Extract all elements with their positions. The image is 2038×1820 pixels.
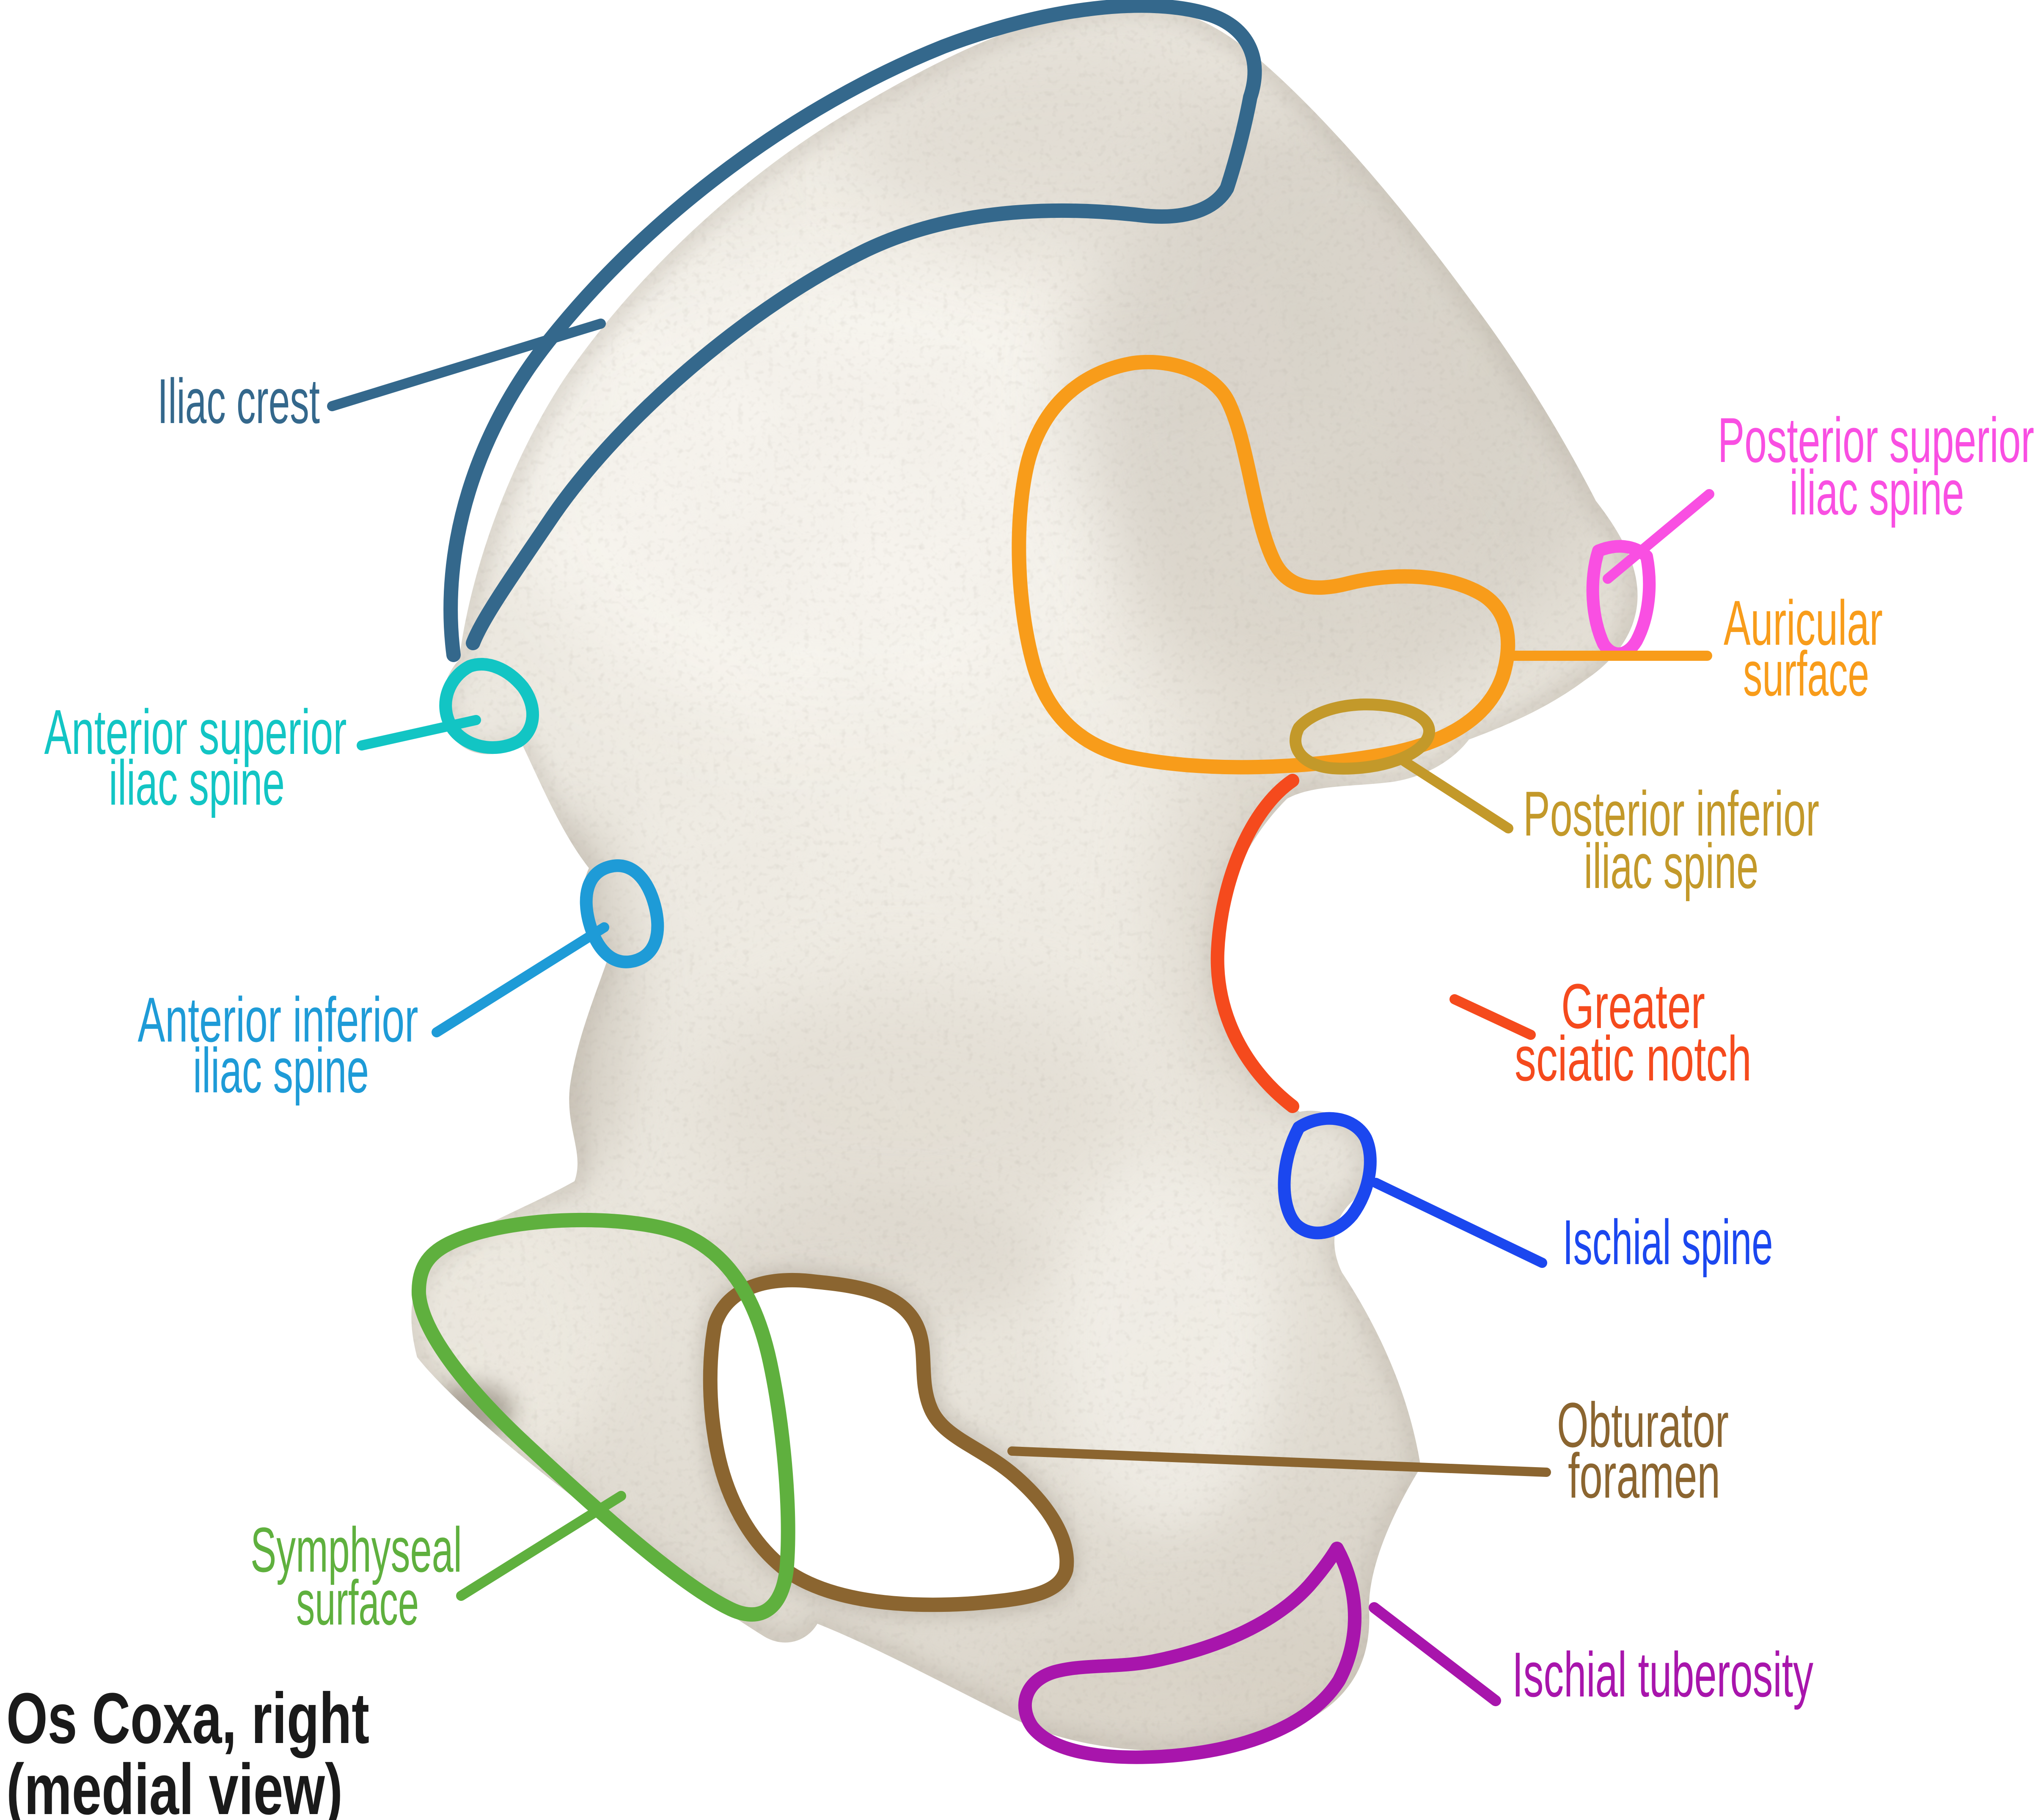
symphyseal-surface-label-line2: surface: [296, 1567, 419, 1638]
posterior-superior-iliac-spine-label-line2: iliac spine: [1790, 457, 1964, 528]
posterior-inferior-iliac-spine-leader: [1400, 756, 1513, 833]
anterior-superior-iliac-spine-outline: [439, 658, 539, 754]
posterior-inferior-iliac-spine-label-line1: Posterior inferior: [1523, 778, 1819, 849]
symphyseal-surface-label-line1: Symphyseal: [250, 1514, 462, 1585]
auricular-surface-outline: [1012, 355, 1515, 775]
symphyseal-surface-outline: [411, 1212, 795, 1622]
figure-title-line2: (medial view): [6, 1749, 343, 1820]
ischial-tuberosity-outline: [1018, 1542, 1361, 1764]
anterior-superior-iliac-spine-leader: [357, 715, 481, 751]
posterior-inferior-iliac-spine-outline: [1289, 698, 1435, 775]
posterior-superior-iliac-spine-label-line1: Posterior superior: [1718, 404, 2034, 476]
figure-title-line1: Os Coxa, right: [6, 1678, 369, 1759]
iliac-crest-leader: [327, 319, 606, 411]
obturator-foramen-label-line2: foramen: [1568, 1440, 1720, 1511]
anterior-inferior-iliac-spine-outline: [580, 859, 664, 968]
posterior-superior-iliac-spine-leader: [1603, 489, 1714, 584]
ischial-spine-leader: [1371, 1178, 1547, 1268]
anterior-inferior-iliac-spine-label-line2: iliac spine: [193, 1035, 369, 1106]
anterior-superior-iliac-spine-label-line1: Anterior superior: [44, 696, 347, 767]
greater-sciatic-notch-outline: [1210, 774, 1299, 1113]
auricular-surface-label-line2: surface: [1743, 638, 1869, 709]
greater-sciatic-notch-label-line2: sciatic notch: [1515, 1023, 1752, 1094]
anterior-inferior-iliac-spine-label-line1: Anterior inferior: [138, 984, 418, 1055]
ischial-spine-outline: [1278, 1112, 1377, 1240]
greater-sciatic-notch-leader: [1449, 994, 1536, 1040]
obturator-foramen-outline: [703, 1273, 1074, 1612]
iliac-crest-label: Iliac crest: [157, 366, 320, 437]
posterior-inferior-iliac-spine-label-line2: iliac spine: [1584, 830, 1759, 902]
auricular-surface-label-line1: Auricular: [1724, 587, 1883, 658]
obturator-foramen-leader: [1007, 1446, 1551, 1477]
iliac-crest-outline: [443, 0, 1262, 662]
ischial-tuberosity-label: Ischial tuberosity: [1512, 1639, 1813, 1710]
greater-sciatic-notch-label-line1: Greater: [1561, 970, 1705, 1042]
ischial-spine-label: Ischial spine: [1563, 1207, 1773, 1278]
symphyseal-surface-leader: [456, 1491, 626, 1601]
ischial-tuberosity-leader: [1369, 1602, 1501, 1706]
obturator-foramen-label-line1: Obturator: [1557, 1389, 1729, 1460]
anterior-superior-iliac-spine-label-line2: iliac spine: [109, 747, 285, 818]
anterior-inferior-iliac-spine-leader: [432, 922, 609, 1037]
